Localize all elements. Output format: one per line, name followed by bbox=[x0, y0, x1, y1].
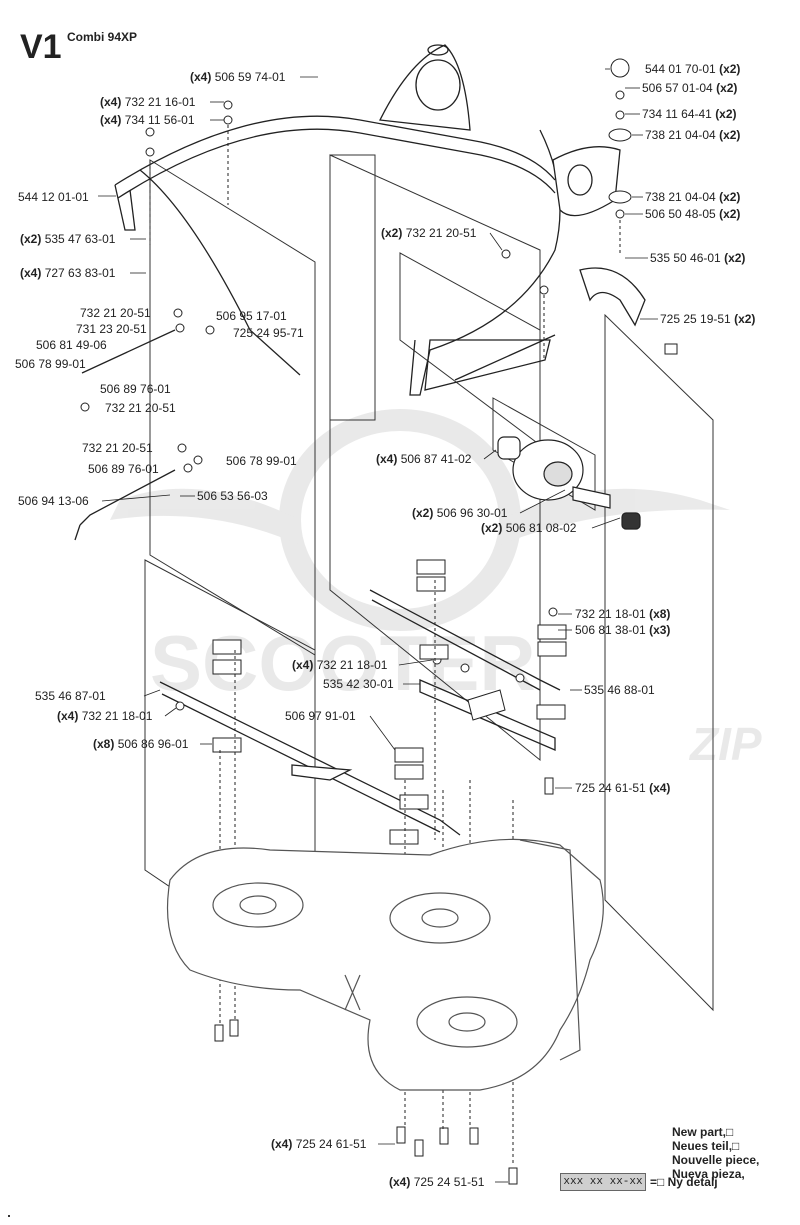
label-p12: 506 78 99-01 bbox=[15, 357, 86, 371]
label-p10: 725 24 95-71 bbox=[233, 326, 304, 340]
label-p13: 506 89 76-01 bbox=[100, 382, 171, 396]
label-p23: 738 21 04-04 (x2) bbox=[645, 128, 740, 142]
legend-new-part-note: =□ Ny detalj bbox=[650, 1175, 718, 1189]
label-p7: 732 21 20-51 bbox=[80, 306, 151, 320]
label-p36: 535 46 88-01 bbox=[584, 683, 655, 697]
label-p41: 725 24 61-51 (x4) bbox=[575, 781, 670, 795]
group-box-1 bbox=[329, 154, 376, 421]
group-box-5 bbox=[492, 397, 596, 511]
label-p29: (x4) 506 87 41-02 bbox=[376, 452, 472, 466]
label-p26: (x2) 732 21 20-51 bbox=[381, 226, 477, 240]
label-p28: 725 25 19-51 (x2) bbox=[660, 312, 755, 326]
label-p42: (x4) 725 24 61-51 bbox=[271, 1137, 367, 1151]
gauge-wheel bbox=[497, 436, 641, 530]
legend-line-1: New part,□ bbox=[672, 1125, 734, 1139]
legend-part-number-box: xxx xx xx-xx bbox=[560, 1173, 646, 1191]
label-p18: 506 94 13-06 bbox=[18, 494, 89, 508]
model-subtitle: Combi 94XP bbox=[67, 30, 138, 44]
mower-deck bbox=[167, 838, 604, 1091]
label-p30: (x2) 506 96 30-01 bbox=[412, 506, 508, 520]
label-p9: 731 23 20-51 bbox=[76, 322, 147, 336]
label-p2: (x4) 732 21 16-01 bbox=[100, 95, 196, 109]
label-p15: 732 21 20-51 bbox=[82, 441, 153, 455]
legend-line-2: Neues teil,□ bbox=[672, 1139, 740, 1153]
label-p25: 506 50 48-05 (x2) bbox=[645, 207, 740, 221]
label-p43: (x4) 725 24 51-51 bbox=[389, 1175, 485, 1189]
label-p37: 535 46 87-01 bbox=[35, 689, 106, 703]
label-p39: (x8) 506 86 96-01 bbox=[93, 737, 189, 751]
label-p14: 732 21 20-51 bbox=[105, 401, 176, 415]
label-p19: 506 53 56-03 bbox=[197, 489, 268, 503]
label-p8: 506 95 17-01 bbox=[216, 309, 287, 323]
group-box-6 bbox=[604, 313, 714, 1012]
group-box-3 bbox=[329, 154, 541, 762]
label-p40: 506 97 91-01 bbox=[285, 709, 356, 723]
label-p24: 738 21 04-04 (x2) bbox=[645, 190, 740, 204]
page-mark bbox=[8, 1215, 10, 1217]
part-labels: (x4) 506 59 74-01 (x4) 732 21 16-01 (x4)… bbox=[15, 62, 755, 1189]
legend-line-4: Nueva pieza, bbox=[672, 1167, 745, 1181]
label-p5: (x2) 535 47 63-01 bbox=[20, 232, 116, 246]
label-p35: 535 42 30-01 bbox=[323, 677, 394, 691]
label-p32: 732 21 18-01 (x8) bbox=[575, 607, 670, 621]
label-p38: (x4) 732 21 18-01 bbox=[57, 709, 153, 723]
label-p27: 535 50 46-01 (x2) bbox=[650, 251, 745, 265]
label-p3: (x4) 734 11 56-01 bbox=[100, 113, 195, 127]
label-p16: 506 78 99-01 bbox=[226, 454, 297, 468]
label-p33: 506 81 38-01 (x3) bbox=[575, 623, 670, 637]
label-p6: (x4) 727 63 83-01 bbox=[20, 266, 116, 280]
label-p11: 506 81 49-06 bbox=[36, 338, 107, 352]
watermark-suffix: ZIP bbox=[688, 718, 762, 770]
label-p17: 506 89 76-01 bbox=[88, 462, 159, 476]
label-p31: (x2) 506 81 08-02 bbox=[481, 521, 577, 535]
watermark: SCOOTER ZIP bbox=[110, 409, 762, 770]
label-p20: 544 01 70-01 (x2) bbox=[645, 62, 740, 76]
label-p34: (x4) 732 21 18-01 bbox=[292, 658, 388, 672]
label-p1: (x4) 506 59 74-01 bbox=[190, 70, 286, 84]
label-p21: 506 57 01-04 (x2) bbox=[642, 81, 737, 95]
legend-line-3: Nouvelle piece, bbox=[672, 1153, 760, 1167]
label-p4: 544 12 01-01 bbox=[18, 190, 89, 204]
page-title: V1 bbox=[20, 28, 62, 66]
label-p22: 734 11 64-41 (x2) bbox=[642, 107, 737, 121]
